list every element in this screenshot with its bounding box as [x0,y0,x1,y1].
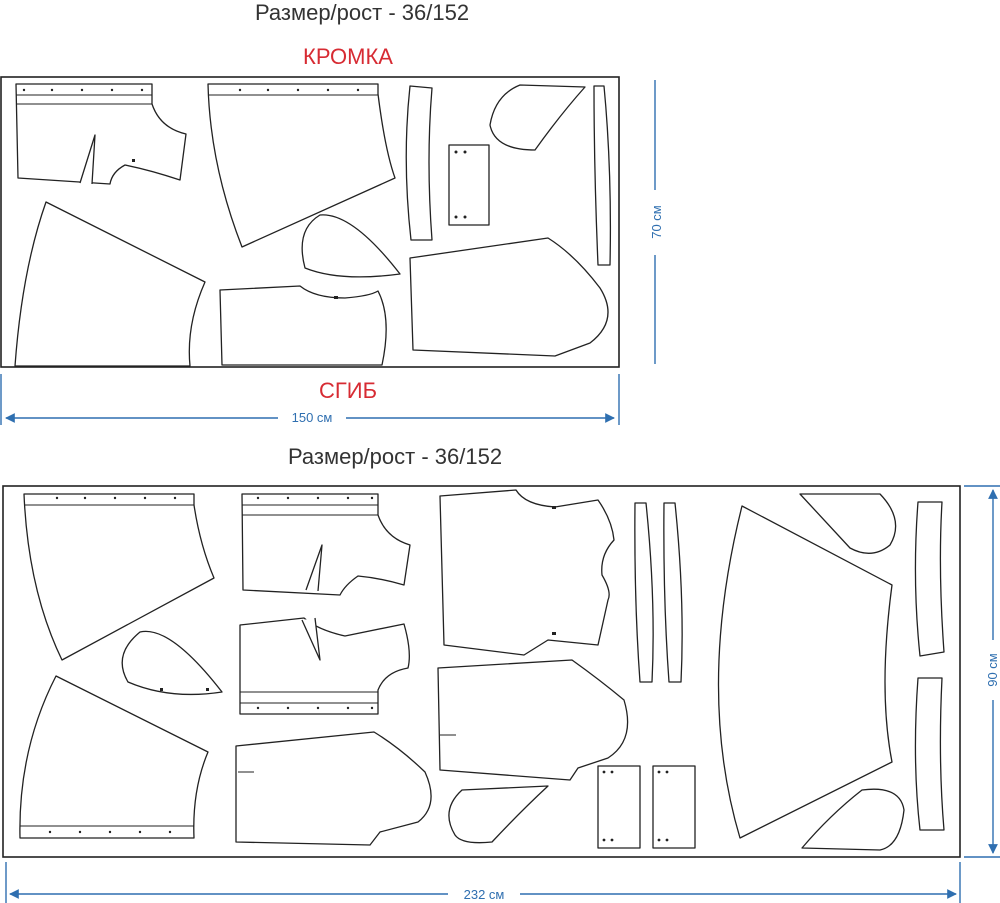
pattern-piece-bodice-center-bottom [439,489,615,656]
dimension-width-top: 150 см [0,374,620,425]
layout-bottom: Размер/рост - 36/152 [2,444,1000,903]
notch-marks-bottom [48,496,669,842]
pattern-piece-facing-b-bottom [914,677,945,831]
pattern-piece-front-bodice-bottom [235,731,432,846]
dimension-height-top: 70 см [649,80,664,364]
height-label-top: 70 см [649,205,664,239]
size-title-bottom: Размер/рост - 36/152 [288,444,502,469]
pattern-piece-collar-a-bottom [799,493,897,554]
pattern-piece-strip-a-bottom [634,502,654,683]
height-label-bottom: 90 см [985,653,1000,687]
pattern-piece-facing-top [405,85,433,241]
pattern-piece-skirt-fan-bottom [717,505,893,839]
pattern-piece-pocket-a-bottom [121,630,223,696]
pattern-piece-back-bodice-a-bottom [241,493,411,596]
pattern-piece-skirt-back-top [207,83,396,248]
width-label-top: 150 см [292,410,333,425]
pattern-piece-pocket-b-bottom [448,785,549,844]
notch-marks-top [22,88,467,299]
width-label-bottom: 232 см [464,887,505,902]
dimension-width-bottom: 232 см [5,862,961,903]
fold-label: СГИБ [319,378,377,403]
pattern-piece-collar-b-bottom [801,788,905,851]
pattern-piece-strip-b-bottom [663,502,683,683]
pattern-piece-sleeve-bottom [437,659,629,781]
pattern-piece-skirt-b-bottom [19,675,209,839]
pattern-piece-strip-top [593,85,612,266]
pattern-piece-sleeve-top [409,237,609,357]
fabric-frame-top [0,76,620,368]
pattern-piece-skirt-top [14,201,206,367]
pattern-piece-pocket-rect-top [448,144,490,226]
pattern-piece-facing-a-bottom [914,501,945,657]
pattern-piece-back-bodice-b-bottom [239,617,410,715]
pattern-piece-back-bodice-top [15,83,187,185]
fabric-frame-bottom [2,485,961,858]
pattern-piece-collar-top [489,84,586,151]
dimension-height-bottom: 90 см [964,485,1000,858]
pattern-piece-rect-a-bottom [597,765,641,849]
edge-label: КРОМКА [303,44,393,69]
pattern-piece-front-bodice-top [219,285,387,366]
pattern-piece-pocket-top [301,214,401,278]
pattern-piece-rect-b-bottom [652,765,696,849]
pattern-piece-skirt-a-bottom [23,493,215,661]
layout-top: Размер/рост - 36/152 КРОМКА СГИБ [0,0,664,425]
size-title-top: Размер/рост - 36/152 [255,0,469,25]
